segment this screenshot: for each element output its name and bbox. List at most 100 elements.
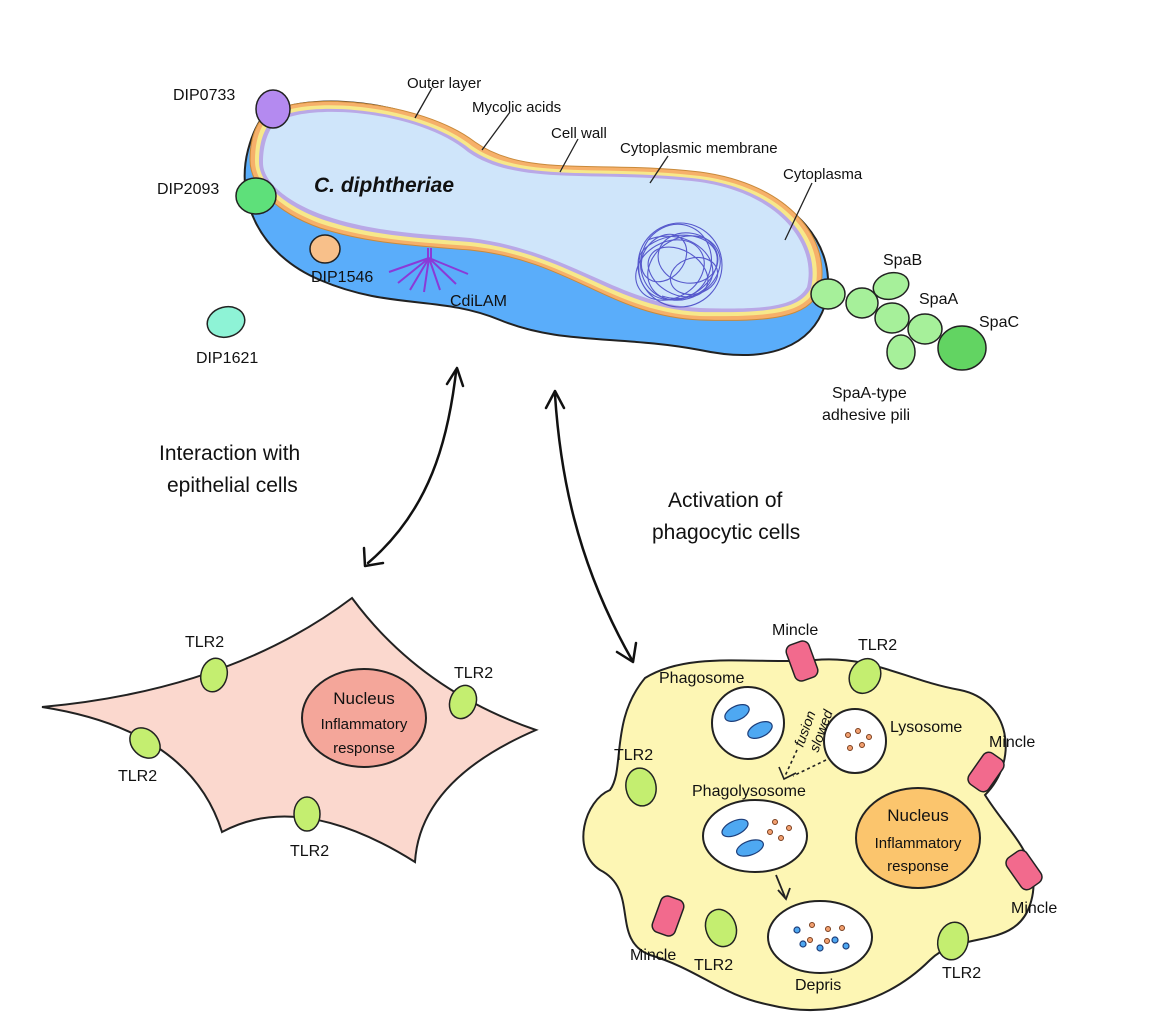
tlr2-receptor xyxy=(448,684,478,720)
tlr2-label-phagocyte-left: TLR2 xyxy=(614,747,653,764)
phagocytic-arrowhead-bottom xyxy=(615,641,638,664)
mycolic-acids-label: Mycolic acids xyxy=(472,99,561,116)
enzyme-dot xyxy=(824,938,830,944)
enzyme-dot xyxy=(825,926,831,932)
epithelial-nucleus-line2: response xyxy=(333,740,395,757)
phagolysosome-label: Phagolysosome xyxy=(692,783,806,800)
pilus-subunit xyxy=(874,302,910,334)
cell-wall-pointer xyxy=(559,138,579,173)
phagosome-vesicle xyxy=(711,686,785,760)
mincle-label-bottom: Mincle xyxy=(630,947,676,964)
phagocytic-double-arrow xyxy=(553,393,634,662)
mincle-label-top: Mincle xyxy=(772,622,818,639)
tlr2-label-right: TLR2 xyxy=(454,665,493,682)
lysosome-label: Lysosome xyxy=(890,719,962,736)
tlr2-label-left: TLR2 xyxy=(118,768,157,785)
epithelial-nucleus-line1: Inflammatory xyxy=(321,716,408,733)
dip0733-protein xyxy=(255,89,291,129)
tlr2-label-phagocyte-bottom: TLR2 xyxy=(694,957,733,974)
mincle-receptor xyxy=(651,895,685,937)
epithelial-interaction-line2: epithelial cells xyxy=(167,474,298,497)
phagosome xyxy=(711,686,785,760)
pilus-subunit xyxy=(886,334,916,370)
cytoplasma-label: Cytoplasma xyxy=(783,166,863,183)
depris-vesicle xyxy=(767,900,873,974)
dip1621-protein xyxy=(206,305,246,339)
epithelial-interaction-line1: Interaction with xyxy=(159,442,300,465)
spac-label: SpaC xyxy=(979,314,1019,331)
phagocyte-nucleus-title: Nucleus xyxy=(887,806,948,825)
enzyme-dot xyxy=(855,728,861,734)
enzyme-dot xyxy=(859,742,865,748)
phagocyte-nucleus-line1: Inflammatory xyxy=(875,835,962,852)
epithelial-nucleus-title: Nucleus xyxy=(333,689,394,708)
phagocytic-activation-line2: phagocytic cells xyxy=(652,521,800,544)
outer-layer-pointer xyxy=(414,87,433,119)
spaa-type-pili xyxy=(810,271,987,371)
fusion-arrowhead xyxy=(778,766,797,781)
phagocyte: fusion slowed Nucleus Inflammatory respo… xyxy=(582,622,1057,1011)
bacterium-in-phagosome xyxy=(747,721,773,739)
bacterium-in-phagosome xyxy=(724,704,750,722)
depris-vesicle-outline xyxy=(767,900,873,974)
tlr2-receptor xyxy=(199,657,229,693)
epithelial-nucleus xyxy=(301,668,427,768)
enzyme-dot xyxy=(767,829,773,835)
enzyme-dot xyxy=(807,937,813,943)
enzyme-dot xyxy=(772,819,778,825)
fusion-arrows xyxy=(784,749,827,777)
debris-particle xyxy=(842,942,850,950)
phagolysosome xyxy=(702,799,808,873)
dip0733-label: DIP0733 xyxy=(173,87,235,104)
bacterium: Outer layer Mycolic acids Cell wall Cyto… xyxy=(157,75,1019,424)
spab-label: SpaB xyxy=(883,252,922,269)
pili-caption-line1: SpaA-type xyxy=(832,385,907,402)
dip1546-protein xyxy=(309,234,341,264)
epithelial-double-arrow xyxy=(366,370,458,565)
epithelial-arrowhead-bottom xyxy=(362,546,385,568)
enzyme-dot xyxy=(845,732,851,738)
enzyme-dot xyxy=(809,922,815,928)
tlr2-receptor xyxy=(293,796,321,832)
spaa-label: SpaA xyxy=(919,291,958,308)
tlr2-receptor xyxy=(129,727,161,759)
phagocytic-arrowhead-top xyxy=(544,389,566,410)
phagolysosome-vesicle xyxy=(702,799,808,873)
epithelial-arrowhead-top xyxy=(445,366,465,388)
cytoplasm xyxy=(263,111,809,309)
epithelial-cell-body xyxy=(41,596,539,864)
enzyme-dot xyxy=(839,925,845,931)
tlr2-label-top: TLR2 xyxy=(185,634,224,651)
phagocytic-activation-line1: Activation of xyxy=(668,489,783,512)
cytoplasma-pointer xyxy=(784,182,813,241)
phagosome-label: Phagosome xyxy=(659,670,744,687)
mincle-receptor xyxy=(1005,849,1043,891)
tlr2-receptor xyxy=(625,767,657,807)
mincle-receptor xyxy=(785,640,819,682)
bacterium-in-phagolysosome xyxy=(721,818,749,838)
tlr2-label-phagocyte-bottom-right: TLR2 xyxy=(942,965,981,982)
dip2093-protein xyxy=(235,177,277,215)
phagocyte-nucleus-line2: response xyxy=(887,858,949,875)
enzyme-dot xyxy=(847,745,853,751)
lysosome-vesicle xyxy=(823,708,887,774)
debris-particle xyxy=(816,944,824,952)
pilus-subunit xyxy=(845,287,879,319)
tlr2-label-phagocyte-top: TLR2 xyxy=(858,637,897,654)
tlr2-receptor xyxy=(848,657,882,695)
cytoplasmic-membrane-label: Cytoplasmic membrane xyxy=(620,140,778,157)
debris-particle xyxy=(793,926,801,934)
bacterium-in-phagolysosome xyxy=(736,839,764,857)
interaction-arrows xyxy=(362,366,638,664)
mincle-label-right-lower: Mincle xyxy=(1011,900,1057,917)
phagocyte-nucleus xyxy=(855,787,981,889)
debris-particle xyxy=(831,936,839,944)
enzyme-dot xyxy=(778,835,784,841)
pili-caption-line2: adhesive pili xyxy=(822,407,910,424)
outer-layer-label: Outer layer xyxy=(407,75,481,92)
tlr2-receptor xyxy=(704,908,738,948)
fusion-arrow-from-phagosome xyxy=(784,749,798,777)
fusion-arrow-from-lysosome xyxy=(792,759,827,777)
